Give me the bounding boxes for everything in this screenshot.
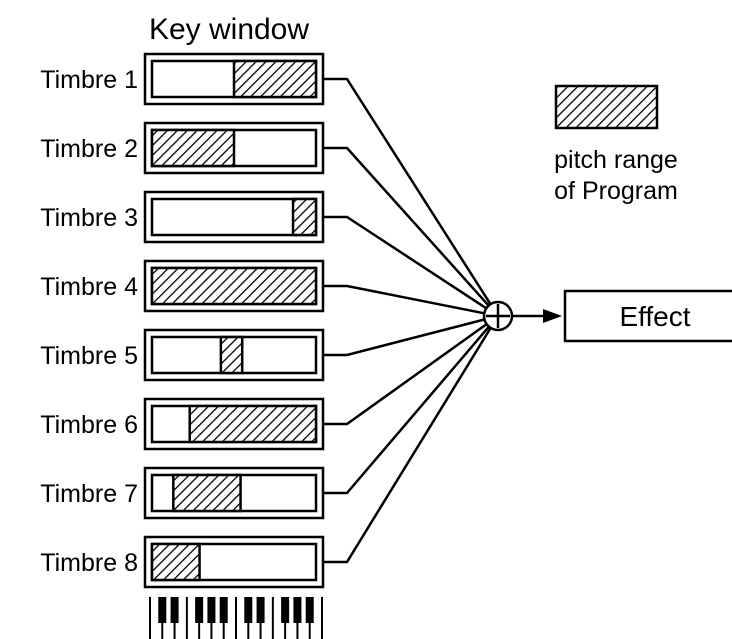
- timbre-row: Timbre 5: [40, 328, 325, 382]
- timbre-row: Timbre 4: [40, 259, 325, 313]
- timbre-label: Timbre 4: [40, 273, 138, 301]
- timbre-mix-line: [323, 215, 487, 310]
- timbre-label: Timbre 5: [40, 342, 138, 370]
- legend: pitch range of Program: [554, 84, 678, 205]
- effect-label: Effect: [619, 301, 690, 332]
- pitch-range-bar: [232, 59, 318, 99]
- timbre-label: Timbre 3: [40, 204, 138, 232]
- effect-box: Effect: [563, 289, 732, 343]
- timbre-list: Timbre 1 Timbre 2 Timbre 3 Timbre 4 Timbre 5…: [40, 52, 325, 589]
- pitch-range-bar: [219, 335, 244, 375]
- pitch-range-bar: [172, 473, 242, 513]
- pitch-range-bar: [150, 542, 201, 582]
- timbre-mix-line: [323, 77, 492, 305]
- timbre-mix-line: [323, 146, 490, 307]
- timbre-mix-line: [323, 284, 485, 315]
- timbre-label: Timbre 6: [40, 411, 138, 439]
- diagram-title: Key window: [149, 13, 309, 46]
- timbre-label: Timbre 8: [40, 549, 138, 577]
- timbre-row: Timbre 1: [40, 52, 325, 106]
- timbre-row: Timbre 2: [40, 121, 325, 175]
- timbre-row: Timbre 6: [40, 397, 325, 451]
- pitch-range-bar: [188, 404, 318, 444]
- timbre-mix-line: [323, 325, 490, 495]
- mix-lines: [323, 77, 492, 564]
- arrow-to-effect: [512, 309, 562, 323]
- timbre-row: Timbre 8: [40, 535, 325, 589]
- timbre-row: Timbre 3: [40, 190, 325, 244]
- timbre-mix-line: [323, 327, 492, 564]
- pitch-range-bar: [291, 197, 318, 237]
- timbre-row: Timbre 7: [40, 466, 325, 520]
- piano-keyboard-icon: [149, 597, 323, 639]
- key-window-track: [150, 197, 318, 237]
- pitch-range-bar: [150, 128, 236, 168]
- timbre-mix-line: [323, 318, 485, 357]
- summing-junction-icon: [482, 300, 514, 332]
- timbre-label: Timbre 2: [40, 135, 138, 163]
- timbre-mix-line: [323, 323, 488, 426]
- pitch-range-bar: [150, 266, 318, 306]
- legend-line-1: pitch range: [554, 146, 678, 174]
- legend-line-2: of Program: [554, 177, 678, 205]
- timbre-label: Timbre 7: [40, 480, 138, 508]
- legend-hatch-swatch: [554, 84, 659, 130]
- timbre-label: Timbre 1: [40, 66, 138, 94]
